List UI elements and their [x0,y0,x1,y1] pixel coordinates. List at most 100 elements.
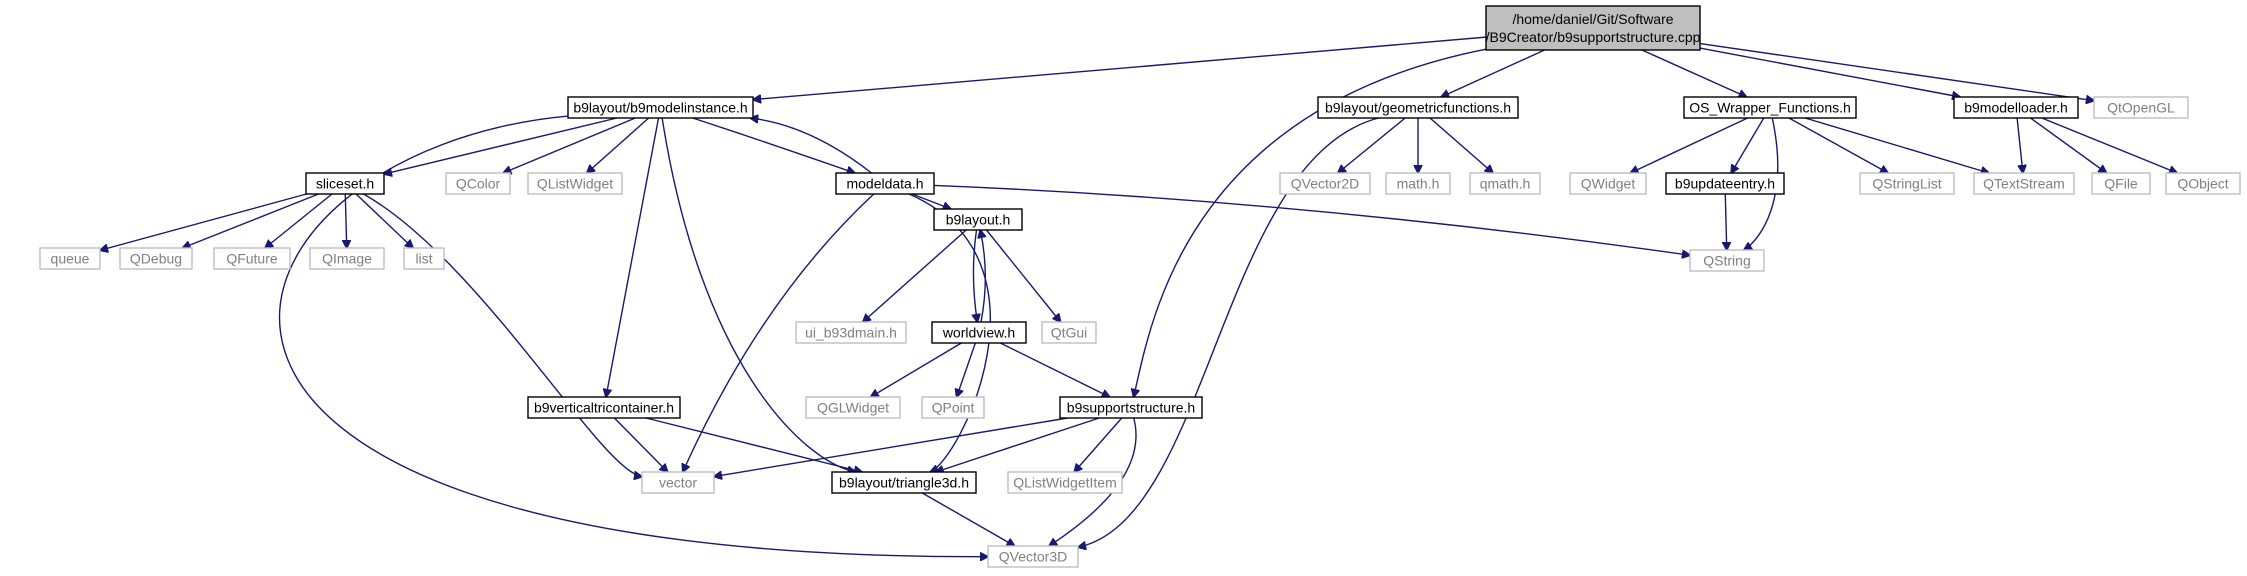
node-b9supportstructure[interactable]: b9supportstructure.h [1059,396,1203,419]
node-qglwidget[interactable]: QGLWidget [805,396,901,419]
node-box [527,172,623,195]
node-box [119,247,193,270]
node-qpoint[interactable]: QPoint [921,396,985,419]
node-root-b9supportstructure-cpp[interactable]: /home/daniel/Git/Software/B9Creator/b9su… [1485,5,1701,51]
node-triangle3d[interactable]: b9layout/triangle3d.h [831,471,977,494]
edge-modeldata-to-vector [683,193,875,472]
node-label: list [415,251,432,267]
node-box [1665,172,1785,195]
node-box [831,471,977,494]
edge-b9layouth-to-qtgui [985,229,1060,322]
node-label: QVector2D [1291,176,1359,192]
node-label: b9layout/b9modelinstance.h [573,100,747,116]
node-box [1059,396,1203,419]
node-layer: /home/daniel/Git/Software/B9Creator/b9su… [39,5,2241,568]
node-label: b9supportstructure.h [1067,400,1195,416]
node-label: b9layout.h [946,212,1011,228]
node-label: QDebug [130,251,182,267]
node-label: b9updateentry.h [1675,176,1775,192]
edge-root-to-geometricfunctions [1441,49,1545,97]
edge-geometricfunctions-to-qvector3d [1078,117,1379,547]
node-label: QVector3D [999,549,1067,565]
node-label: QListWidgetItem [1013,475,1116,491]
edge-triangle3d-to-qvector3d [921,492,1014,546]
node-box [1569,172,1647,195]
edge-root-to-oswrapper [1641,49,1747,97]
edge-modeldata-to-b9layouth [911,193,951,209]
edge-worldview-to-b9supportstructure [999,342,1109,397]
node-oswrapper[interactable]: OS_Wrapper_Functions.h [1683,96,1857,119]
node-label: QString [1703,253,1750,269]
node-qtopengl[interactable]: QtOpenGL [2093,96,2189,119]
node-label: ui_b93dmain.h [805,325,897,341]
node-sliceset[interactable]: sliceset.h [305,172,385,195]
node-box [403,247,445,270]
node-qvector3d[interactable]: QVector3D [987,545,1079,568]
edge-b9modelinstance-to-sliceset [384,117,618,174]
node-label: modeldata.h [846,176,923,192]
node-uib93dmain[interactable]: ui_b93dmain.h [795,321,907,344]
node-geometricfunctions[interactable]: b9layout/geometricfunctions.h [1317,96,1519,119]
node-label: QFile [2104,176,2138,192]
edge-oswrapper-to-qstring [1744,117,1779,250]
node-list[interactable]: list [403,247,445,270]
node-qstring[interactable]: QString [1689,249,1765,272]
edge-b9modelinstance-to-triangle3d [661,117,855,472]
edge-sliceset-to-vector [363,193,642,477]
edge-b9supportstructure-to-qlistwidgetitem [1074,417,1123,472]
edge-b9updateentry-to-qstring [1725,193,1726,250]
node-label: QTextStream [1983,176,2065,192]
node-label: math.h [1397,176,1440,192]
edge-b9verticaltricontainer-to-triangle3d [645,417,862,472]
node-b9updateentry[interactable]: b9updateentry.h [1665,172,1785,195]
node-label: qmath.h [1480,176,1531,192]
node-label: /B9Creator/b9supportstructure.cpp [1486,29,1701,45]
node-qtextstream[interactable]: QTextStream [1973,172,2075,195]
node-b9modelinstance[interactable]: b9layout/b9modelinstance.h [567,96,754,119]
node-qvector2d[interactable]: QVector2D [1279,172,1371,195]
node-box [309,247,385,270]
node-label: QColor [456,176,501,192]
edge-sliceset-to-queue [100,193,307,250]
node-qobject[interactable]: QObject [2165,172,2241,195]
node-queue[interactable]: queue [39,247,101,270]
node-qstringlist[interactable]: QStringList [1859,172,1955,195]
node-mathh[interactable]: math.h [1385,172,1451,195]
node-label: /home/daniel/Git/Software [1512,11,1673,27]
edge-modeldata-to-b9modelinstance [750,118,872,174]
node-box [1953,96,2079,119]
node-label: worldview.h [942,325,1015,341]
node-qfuture[interactable]: QFuture [213,247,291,270]
node-box [1007,471,1123,494]
node-vector[interactable]: vector [641,471,715,494]
node-worldview[interactable]: worldview.h [931,321,1027,344]
node-qlistwidgetitem[interactable]: QListWidgetItem [1007,471,1123,494]
edge-worldview-to-qpoint [957,342,977,397]
node-qimage[interactable]: QImage [309,247,385,270]
edge-b9layouth-to-uib93dmain [863,229,967,322]
node-qwidget[interactable]: QWidget [1569,172,1647,195]
edge-worldview-to-qglwidget [871,342,962,397]
node-box [1317,96,1519,119]
node-b9verticaltricontainer[interactable]: b9verticaltricontainer.h [527,396,681,419]
node-box [1683,96,1857,119]
node-qdebug[interactable]: QDebug [119,247,193,270]
node-box [2093,96,2189,119]
node-box [933,208,1023,231]
node-box [641,471,715,494]
node-label: QImage [322,251,372,267]
node-box [1689,249,1765,272]
edge-b9modelinstance-to-modeldata [692,117,855,173]
edge-b9modelinstance-to-qvector3d [278,115,988,557]
node-qcolor[interactable]: QColor [445,172,511,195]
node-box [795,321,907,344]
node-qtgui[interactable]: QtGui [1041,321,1097,344]
edge-geometricfunctions-to-qmathh [1429,117,1493,173]
node-modeldata[interactable]: modeldata.h [835,172,935,195]
node-b9layouth[interactable]: b9layout.h [933,208,1023,231]
node-qlistwidget[interactable]: QListWidget [527,172,623,195]
node-label: sliceset.h [316,176,374,192]
node-qmathh[interactable]: qmath.h [1469,172,1541,195]
node-qfile[interactable]: QFile [2091,172,2151,195]
node-b9modelloader[interactable]: b9modelloader.h [1953,96,2079,119]
